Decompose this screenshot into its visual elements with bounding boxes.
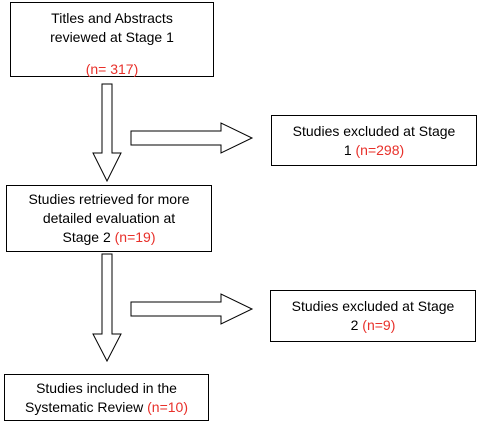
stage2-line1: Studies retrieved for more bbox=[28, 191, 190, 207]
down-arrow-stage2 bbox=[92, 253, 122, 363]
stage1-title: Titles and Abstracts bbox=[51, 10, 173, 26]
included-box: Studies included in the Systematic Revie… bbox=[4, 374, 209, 421]
excluded-stage1-box: Studies excluded at Stage 1 (n=298) bbox=[271, 115, 477, 166]
down-arrow-stage1 bbox=[92, 83, 122, 183]
included-subtitle: Systematic Review (n=10) bbox=[24, 399, 188, 415]
excluded1-subtitle: 1 (n=298) bbox=[343, 142, 405, 158]
stage2-box: Studies retrieved for more detailed eval… bbox=[6, 185, 212, 252]
included-count: (n=10) bbox=[147, 399, 188, 415]
excluded2-title: Studies excluded at Stage bbox=[291, 298, 455, 314]
stage1-count: (n= 317) bbox=[85, 61, 139, 77]
excluded1-count: (n=298) bbox=[355, 142, 405, 158]
stage2-line2: detailed evaluation at bbox=[42, 210, 176, 226]
included-title: Studies included in the bbox=[36, 380, 177, 396]
right-arrow-excluded1 bbox=[130, 122, 254, 154]
stage1-subtitle: reviewed at Stage 1 bbox=[50, 29, 174, 45]
stage1-box: Titles and Abstracts reviewed at Stage 1… bbox=[10, 2, 214, 77]
excluded1-title: Studies excluded at Stage bbox=[292, 123, 456, 139]
stage2-line3: Stage 2 (n=19) bbox=[62, 229, 156, 245]
excluded2-subtitle: 2 (n=9) bbox=[350, 317, 396, 333]
right-arrow-excluded2 bbox=[130, 293, 254, 325]
excluded-stage2-box: Studies excluded at Stage 2 (n=9) bbox=[270, 290, 476, 342]
stage2-count: (n=19) bbox=[114, 229, 156, 245]
excluded2-count: (n=9) bbox=[362, 317, 396, 333]
